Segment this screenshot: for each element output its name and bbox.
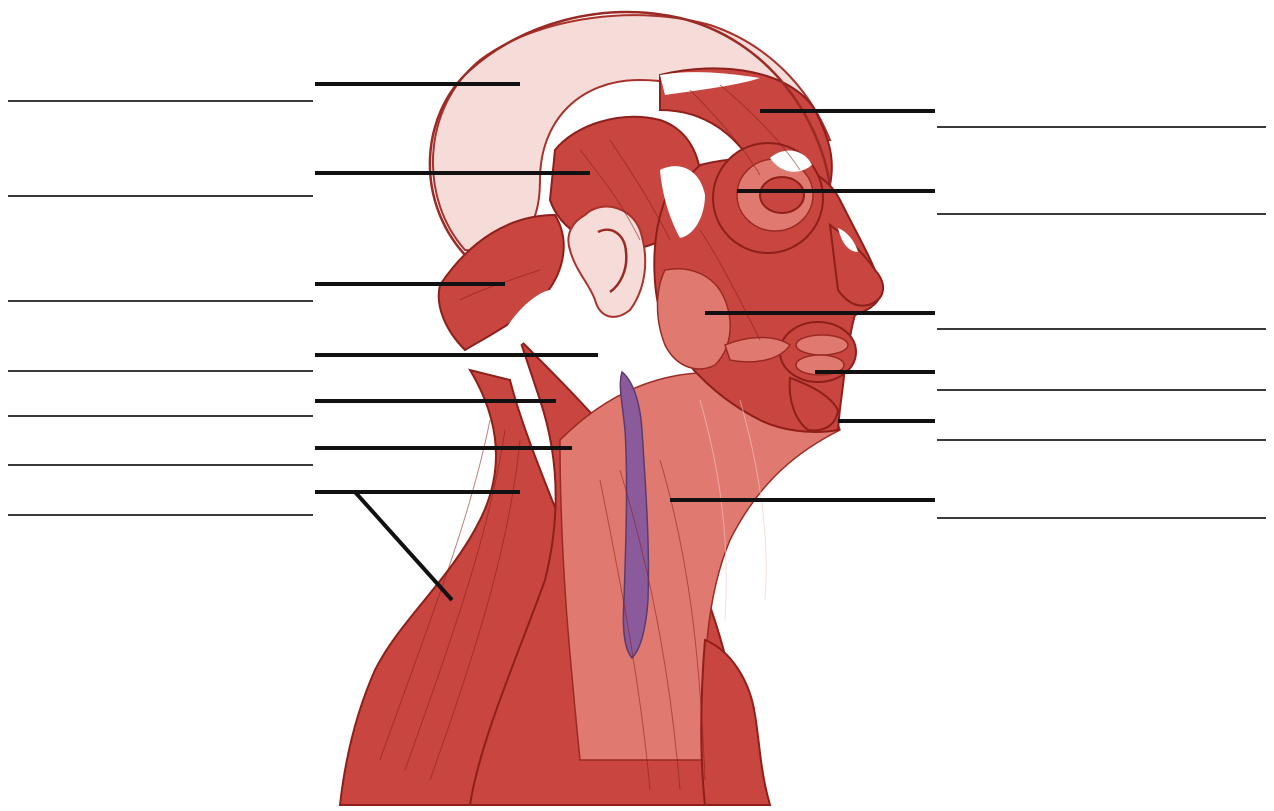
head-neck-illustration: [340, 12, 883, 805]
leader-line: [355, 492, 452, 600]
answer-lines-left: [8, 101, 313, 515]
ear: [568, 207, 645, 317]
anterior-neck-lower: [701, 640, 770, 805]
answer-lines-right: [937, 127, 1266, 518]
orbicularis-oculi-muscle: [713, 143, 823, 253]
